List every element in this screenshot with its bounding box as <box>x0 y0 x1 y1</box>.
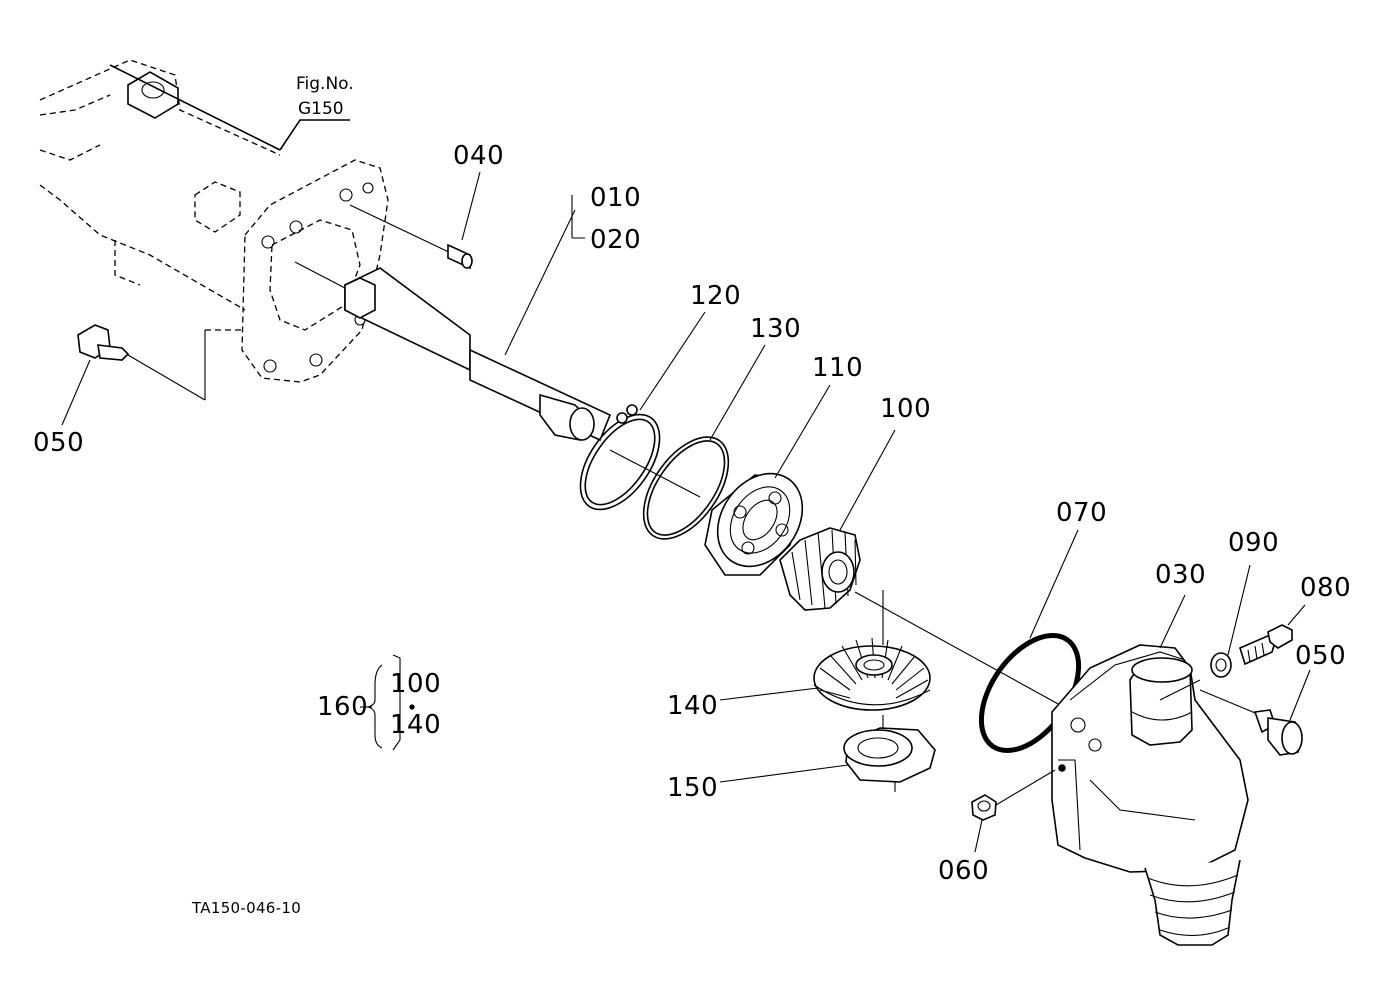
callout-150: 150 <box>667 773 719 803</box>
callout-100: 100 <box>880 394 932 424</box>
bearing-110 <box>704 384 831 576</box>
kit-member-1: 100 <box>390 669 442 699</box>
shaft-010-020 <box>294 195 612 442</box>
housing-g150 <box>39 59 389 383</box>
callout-040: 040 <box>453 141 505 171</box>
kit-member-2: 140 <box>390 710 442 740</box>
callout-140: 140 <box>667 691 719 721</box>
bevel-gear-100 <box>779 429 1061 706</box>
bolt-080 <box>1239 604 1306 666</box>
ring-130 <box>642 344 766 540</box>
callout-020: 020 <box>590 225 642 255</box>
callout-120: 120 <box>690 281 742 311</box>
callout-060: 060 <box>938 856 990 886</box>
gear-case-030 <box>1051 594 1249 946</box>
pin-040 <box>349 171 481 270</box>
plug-050-left <box>61 324 206 426</box>
figure-ref-line2: G150 <box>298 99 344 119</box>
snap-ring-120 <box>579 311 706 511</box>
callout-050-left: 050 <box>33 428 85 458</box>
callout-130: 130 <box>750 314 802 344</box>
drawing-id: TA150-046-10 <box>192 899 302 917</box>
figure-ref-line1: Fig.No. <box>296 74 354 94</box>
callout-110: 110 <box>812 353 864 383</box>
callout-070: 070 <box>1056 498 1108 528</box>
plug-060 <box>971 769 1056 853</box>
kit-160-bracket <box>360 654 415 751</box>
callout-010: 010 <box>590 183 642 213</box>
callout-050-right: 050 <box>1295 641 1347 671</box>
callout-080: 080 <box>1300 573 1352 603</box>
bevel-gear-140 <box>719 637 931 730</box>
bearing-150 <box>719 727 936 792</box>
kit-group-id: 160 <box>317 692 369 722</box>
plug-050-right <box>1199 669 1311 756</box>
washer-090 <box>1159 564 1251 701</box>
callout-090: 090 <box>1228 528 1280 558</box>
callout-030: 030 <box>1155 560 1207 590</box>
